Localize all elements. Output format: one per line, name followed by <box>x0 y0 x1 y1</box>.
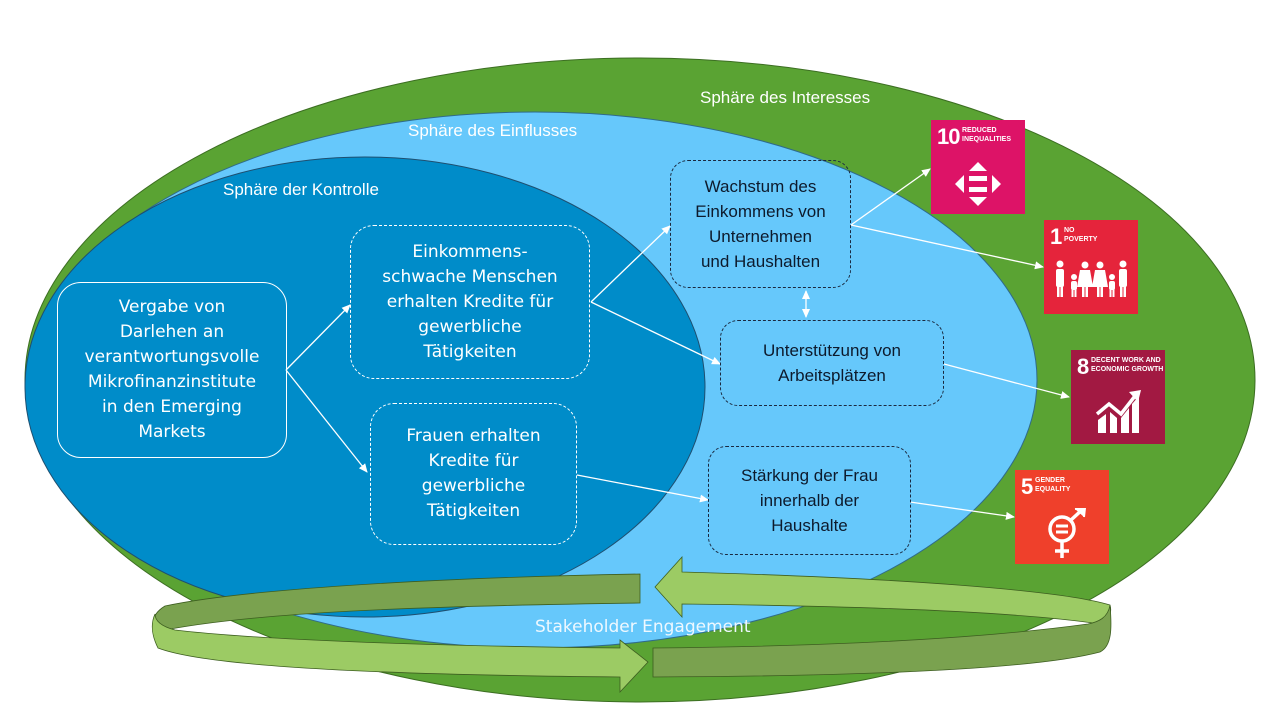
arrow-growth-to-sdg10 <box>850 168 931 226</box>
sphere-control-label: Sphäre der Kontrolle <box>223 180 379 199</box>
growth-chart-icon <box>1095 390 1141 433</box>
stakeholder-engagement-label: Stakeholder Engagement <box>535 617 751 637</box>
node-women-empowerment: Stärkung der Frau innerhalb der Haushalt… <box>708 446 911 555</box>
sdg-tile-5: 5 Gender Equality <box>1015 470 1109 564</box>
reduced-inequalities-icon <box>955 162 1001 206</box>
sdg-8-number: 8 <box>1077 354 1089 379</box>
arrow-loans-to-lowincome <box>285 304 351 371</box>
node-jobs-text: Unterstützung von Arbeitsplätzen <box>763 341 901 385</box>
sdg-tile-1: 1 No Poverty <box>1044 220 1138 314</box>
sphere-control-shape <box>24 156 706 618</box>
arrow-lowincome-to-growth <box>590 225 671 303</box>
sphere-interest-label: Sphäre des Interesses <box>700 88 871 107</box>
node-income-growth-text: Wachstum des Einkommens von Unternehmen … <box>695 177 826 271</box>
sdg-5-number: 5 <box>1021 474 1033 499</box>
arrow-lowincome-to-jobs <box>590 301 721 365</box>
cycle-band-bottom-right <box>652 604 1112 678</box>
gender-equality-icon <box>1048 508 1087 558</box>
sphere-influence-label: Sphäre des Einflusses <box>408 121 578 140</box>
family-icon <box>1056 260 1127 297</box>
node-women-credit: Frauen erhalten Kredite für gewerbliche … <box>370 403 577 545</box>
sdg-5-title: Gender Equality <box>1035 477 1071 493</box>
node-low-income-credit-text: Einkommens- schwache Menschen erhalten K… <box>382 241 558 362</box>
sdg-1-title: No Poverty <box>1064 227 1098 243</box>
node-jobs: Unterstützung von Arbeitsplätzen <box>720 320 944 406</box>
sdg-10-title: Reduced Inequalities <box>962 127 1012 143</box>
connectors <box>285 168 1070 520</box>
sdg-tile-8: 8 Decent Work and Economic Growth <box>1071 350 1165 444</box>
sdg-1-number: 1 <box>1050 224 1062 249</box>
node-loans-text: Vergabe von Darlehen an verantwortungsvo… <box>84 297 260 442</box>
node-income-growth: Wachstum des Einkommens von Unternehmen … <box>670 160 851 288</box>
node-low-income-credit: Einkommens- schwache Menschen erhalten K… <box>350 225 590 379</box>
node-women-empowerment-text: Stärkung der Frau innerhalb der Haushalt… <box>740 466 878 535</box>
arrow-growth-to-sdg1 <box>850 224 1044 270</box>
node-women-credit-text: Frauen erhalten Kredite für gewerbliche … <box>406 426 541 521</box>
node-loans: Vergabe von Darlehen an verantwortungsvo… <box>57 282 287 458</box>
sdg-10-number: 10 <box>937 124 961 149</box>
arrow-empowerment-to-sdg5 <box>909 501 1015 520</box>
arrow-women-to-empowerment <box>576 474 709 503</box>
arrow-jobs-to-sdg8 <box>943 363 1070 399</box>
arrow-loans-to-women <box>285 369 368 473</box>
sdg-tile-10: 10 Reduced Inequalities <box>931 120 1025 214</box>
cycle-band-bottom-left <box>151 613 649 694</box>
sdg-8-title: Decent Work and Economic Growth <box>1091 357 1164 373</box>
stakeholder-cycle <box>151 555 1112 694</box>
